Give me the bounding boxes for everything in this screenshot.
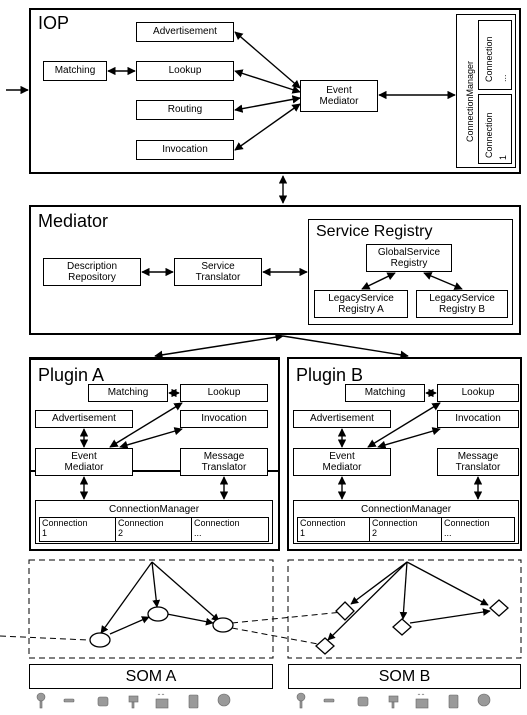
som-a-node-3	[212, 617, 234, 633]
plugin-a-connections: Connection 1 Connection 2 Connection ...	[39, 517, 269, 542]
plugin-a-connection-3: Connection ...	[194, 518, 240, 538]
som-b-node-4	[315, 637, 335, 655]
plugin-a-invocation: Invocation	[180, 410, 268, 428]
plugin-b-event-mediator: Event Mediator	[293, 448, 391, 476]
iop-connection-top-label: Connection	[484, 36, 494, 82]
co-sensor-icon	[217, 693, 231, 707]
som-b-device-icons	[292, 692, 522, 710]
legacy-service-registry-a: LegacyService Registry A	[314, 290, 408, 318]
plugin-a-connection-manager-label: ConnectionManager	[108, 504, 200, 515]
service-registry-title: Service Registry	[316, 223, 433, 240]
device-icon	[97, 696, 109, 707]
plugin-a-lookup: Lookup	[180, 384, 268, 402]
som-b-node-3	[489, 599, 509, 617]
plugin-b-matching: Matching	[345, 384, 425, 402]
stove-icon	[155, 693, 169, 709]
device-icon	[357, 696, 369, 707]
plugin-b-lookup: Lookup	[437, 384, 519, 402]
plugin-b-title: Plugin B	[296, 365, 364, 385]
som-b-label: SOM B	[288, 664, 521, 689]
pb-em-invocation	[377, 427, 441, 449]
iop-connection-top-dots: ...	[498, 74, 508, 82]
iop-connection-bottom-label: Connection	[484, 112, 494, 158]
iop-connection-top	[478, 20, 512, 90]
camera-icon	[128, 695, 139, 709]
plugin-b-connection-2: Connection 2	[370, 518, 442, 541]
plugin-a-connection-2: Connection 2	[116, 518, 192, 541]
som-a-node-2	[147, 606, 169, 622]
iop-matching: Matching	[43, 61, 107, 81]
iop-event-mediator: Event Mediator	[300, 80, 378, 112]
iop-container	[29, 8, 521, 174]
som-b-node-1	[335, 601, 355, 621]
plugin-a-event-mediator: Event Mediator	[35, 448, 133, 476]
som-b-region	[287, 559, 522, 659]
som-a-node-1	[89, 632, 111, 648]
iop-invocation: Invocation	[136, 140, 234, 160]
plugin-a-advertisement: Advertisement	[35, 410, 133, 428]
plugin-b-connection-manager: ConnectionManager Connection 1 Connectio…	[293, 500, 519, 544]
plugin-a-title: Plugin A	[38, 365, 105, 385]
som-b-hub-n4	[327, 561, 408, 641]
som-a-n2-n3	[166, 613, 214, 626]
appliance-icon	[188, 694, 199, 709]
co-sensor-icon	[477, 693, 491, 707]
mediator-plugin-a-arrow	[154, 333, 284, 359]
som-b-hub-n2	[399, 561, 408, 620]
iop-routing: Routing	[136, 100, 234, 120]
plugin-b-connection-3: Connection ...	[444, 518, 490, 538]
camera-icon	[388, 695, 399, 709]
plugin-a-matching: Matching	[88, 384, 168, 402]
sensor-icon	[296, 692, 306, 709]
remote-icon	[323, 698, 335, 703]
plugin-b-advertisement: Advertisement	[293, 410, 391, 428]
plugin-a-connection-1: Connection 1	[40, 518, 116, 541]
som-a-n1-n2	[109, 616, 150, 635]
som-a-hub-n1	[100, 561, 153, 634]
som-b-n2-n3	[409, 608, 491, 624]
iop-title: IOP	[38, 13, 70, 33]
som-link-dash-1	[231, 611, 344, 624]
iop-connection-manager-label: ConnectionManager	[465, 60, 475, 142]
som-a-hub-n2	[151, 561, 161, 608]
plugin-b-invocation: Invocation	[437, 410, 519, 428]
remote-icon	[63, 698, 75, 703]
som-b-node-2	[392, 618, 412, 636]
plugin-b-connections: Connection 1 Connection 2 Connection ...	[297, 517, 515, 542]
global-service-registry: GlobalService Registry	[366, 244, 452, 272]
som-link-dash-2	[231, 627, 319, 645]
mediator-title: Mediator	[38, 211, 109, 231]
plugin-b-connection-1: Connection 1	[298, 518, 370, 541]
iop-connection-bottom-one: 1	[498, 154, 508, 160]
som-a-left-dash	[0, 635, 89, 641]
plugin-b-message-translator: Message Translator	[437, 448, 519, 476]
iop-connection-bottom	[478, 94, 512, 164]
plugin-b-connection-manager-label: ConnectionManager	[360, 504, 452, 515]
som-a-label: SOM A	[29, 664, 273, 689]
som-b-hub-n1	[350, 561, 408, 605]
sensor-icon	[36, 692, 46, 709]
legacy-service-registry-b: LegacyService Registry B	[416, 290, 508, 318]
som-a-hub-n3	[151, 561, 220, 622]
appliance-icon	[448, 694, 459, 709]
plugin-a-connection-manager: ConnectionManager Connection 1 Connectio…	[35, 500, 273, 544]
mediator-plugin-b-arrow	[282, 335, 409, 359]
service-translator: Service Translator	[174, 258, 262, 286]
description-repository: Description Repository	[43, 258, 141, 286]
som-a-region	[28, 559, 274, 659]
stove-icon	[415, 693, 429, 709]
som-a-device-icons	[32, 692, 272, 710]
iop-lookup: Lookup	[136, 61, 234, 81]
iop-advertisement: Advertisement	[136, 22, 234, 42]
plugin-a-message-translator: Message Translator	[180, 448, 268, 476]
som-b-hub-n3	[406, 561, 489, 606]
